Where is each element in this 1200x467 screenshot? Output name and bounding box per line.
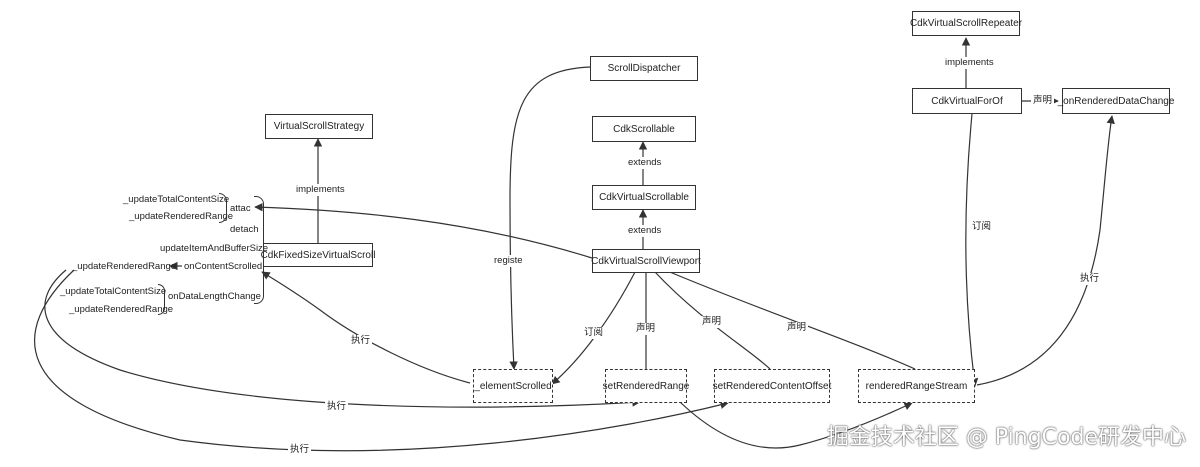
node-cdk-virtual-scrollable: CdkVirtualScrollable xyxy=(592,185,696,210)
method-attach: attac xyxy=(230,203,251,214)
node-cdk-virtual-scroll-viewport: CdkVirtualScrollViewport xyxy=(591,249,701,273)
node-on-rendered-data-change: _onRenderedDataChange xyxy=(1058,88,1174,114)
label-register: registe xyxy=(492,255,525,267)
method-update-rendered-range-2: _updateRenderedRange xyxy=(72,261,177,272)
node-cdk-scrollable: CdkScrollable xyxy=(592,116,696,142)
brace-data-length xyxy=(158,284,165,315)
node-cdk-virtual-for-of: CdkVirtualForOf xyxy=(912,88,1022,114)
method-update-total-content-size-2: _updateTotalContentSize xyxy=(60,286,167,297)
label-declare-for-of: 声明 xyxy=(1031,95,1055,107)
method-update-item-and-buffer-size: updateItemAndBufferSize xyxy=(160,243,269,254)
method-update-rendered-range-3: _updateRenderedRange xyxy=(69,304,174,315)
label-declare-stream: 声明 xyxy=(785,322,809,334)
method-on-content-scrolled: onContentScrolled xyxy=(184,261,263,272)
label-declare-set-offset: 声明 xyxy=(700,316,724,328)
method-on-data-length-change: onDataLengthChange xyxy=(168,291,261,302)
label-execute-offset: 执行 xyxy=(288,444,312,456)
edge-execute-offset xyxy=(34,269,729,452)
brace-strategy-methods xyxy=(254,196,264,304)
method-update-total-content-size-1: _updateTotalContentSize xyxy=(123,194,230,205)
label-declare-set-range: 声明 xyxy=(634,323,658,335)
label-extends-scrollable: extends xyxy=(626,157,664,169)
node-cdk-virtual-scroll-repeater: CdkVirtualScrollRepeater xyxy=(910,11,1022,36)
node-rendered-range-stream: renderedRangeStream xyxy=(858,369,975,403)
edge-execute-range xyxy=(44,269,641,408)
edge-execute-scrolled xyxy=(261,271,471,384)
node-virtual-scroll-strategy: VirtualScrollStrategy xyxy=(265,114,373,139)
label-subscribe-for-of: 订阅 xyxy=(970,221,994,233)
method-detach: detach xyxy=(230,224,259,235)
edge-subscribe-stream xyxy=(965,113,979,387)
label-subscribe-viewport: 订阅 xyxy=(582,327,606,339)
label-implements-strategy: implements xyxy=(294,184,347,196)
node-scroll-dispatcher: ScrollDispatcher xyxy=(590,56,698,81)
node-cdk-fixed-size-virtual-scroll: CdkFixedSizeVirtualScroll xyxy=(261,243,375,267)
watermark: 掘金技术社区 @ PingCode研发中心 xyxy=(826,425,1186,450)
node-set-rendered-content-offset: setRenderedContentOffset xyxy=(713,369,831,403)
label-implements-repeater: implements xyxy=(943,57,996,69)
label-execute-range: 执行 xyxy=(325,401,349,413)
edge-range-to-stream xyxy=(679,401,913,449)
edge-viewport-attach xyxy=(254,203,593,259)
edge-declare-set-offset xyxy=(654,271,771,370)
edge-register xyxy=(509,66,591,370)
label-execute-data-change: 执行 xyxy=(1078,273,1102,285)
label-execute-scrolled: 执行 xyxy=(349,335,373,347)
label-extends-virtual-scrollable: extends xyxy=(626,225,664,237)
method-update-rendered-range-1: _updateRenderedRange xyxy=(129,211,234,222)
node-element-scrolled: _elementScrolled xyxy=(473,369,553,403)
edge-execute-data-change xyxy=(976,115,1115,386)
brace-attach xyxy=(219,193,227,223)
node-set-rendered-range: setRenderedRange xyxy=(603,369,689,403)
